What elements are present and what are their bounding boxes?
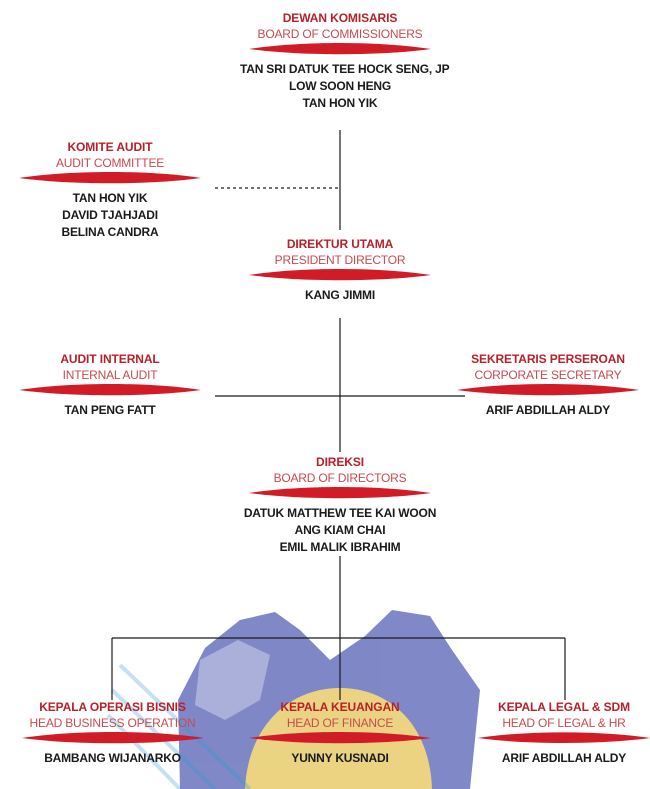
- member-name: YUNNY KUSNADI: [291, 751, 389, 765]
- member-name: KANG JIMMI: [304, 288, 375, 302]
- node-subtitle: BOARD OF COMMISSIONERS: [257, 27, 423, 41]
- node-title: SEKRETARIS PERSEROAN: [471, 352, 625, 366]
- node-president-director: DIREKTUR UTAMA PRESIDENT DIRECTOR KANG J…: [240, 237, 440, 304]
- member-name: ARIF ABDILLAH ALDY: [485, 403, 611, 417]
- node-subtitle: PRESIDENT DIRECTOR: [274, 253, 406, 267]
- member-name: BELINA CANDRA: [61, 225, 159, 239]
- node-title: DIREKSI: [316, 455, 364, 469]
- member-name: TAN HON YIK: [302, 96, 378, 110]
- node-title: DIREKTUR UTAMA: [286, 237, 394, 251]
- node-title: DEWAN KOMISARIS: [282, 11, 398, 25]
- node-title: AUDIT INTERNAL: [60, 352, 160, 366]
- node-subtitle: AUDIT COMMITTEE: [55, 156, 165, 170]
- member-name: ANG KIAM CHAI: [294, 523, 386, 537]
- swoosh-icon: [249, 487, 431, 499]
- node-subtitle: INTERNAL AUDIT: [62, 368, 158, 382]
- member-name: EMIL MALIK IBRAHIM: [279, 540, 401, 554]
- member-name: DATUK MATTHEW TEE KAI WOON: [243, 506, 437, 520]
- node-subtitle: HEAD BUSINESS OPERATION: [29, 716, 196, 730]
- swoosh-icon: [21, 732, 204, 744]
- swoosh-icon: [19, 384, 201, 396]
- member-name: TAN SRI DATUK TEE HOCK SENG, JP: [240, 62, 450, 76]
- node-board-of-directors: DIREKSI BOARD OF DIRECTORS DATUK MATTHEW…: [225, 455, 455, 556]
- node-board-of-commissioners: DEWAN KOMISARIS BOARD OF COMMISSIONERS T…: [240, 11, 450, 112]
- node-title: KEPALA LEGAL & SDM: [498, 700, 630, 714]
- swoosh-icon: [249, 43, 431, 55]
- member-name: BAMBANG WIJANARKO: [44, 751, 181, 765]
- node-title: KEPALA KEUANGAN: [280, 700, 400, 714]
- swoosh-icon: [249, 732, 431, 744]
- swoosh-icon: [477, 732, 650, 743]
- node-internal-audit: AUDIT INTERNAL INTERNAL AUDIT TAN PENG F…: [10, 352, 210, 419]
- swoosh-icon: [457, 384, 639, 396]
- node-subtitle: BOARD OF DIRECTORS: [273, 471, 407, 485]
- member-name: TAN PENG FATT: [64, 403, 156, 417]
- swoosh-icon: [19, 172, 201, 184]
- member-name: ARIF ABDILLAH ALDY: [501, 751, 627, 765]
- node-corporate-secretary: SEKRETARIS PERSEROAN CORPORATE SECRETARY…: [448, 352, 648, 419]
- node-head-business-operation: KEPALA OPERASI BISNIS HEAD BUSINESS OPER…: [10, 700, 215, 767]
- swoosh-icon: [249, 269, 431, 281]
- node-title: KEPALA OPERASI BISNIS: [39, 700, 186, 714]
- member-name: DAVID TJAHJADI: [62, 208, 158, 222]
- node-head-of-legal-hr: KEPALA LEGAL & SDM HEAD OF LEGAL & HR AR…: [464, 700, 650, 767]
- node-subtitle: CORPORATE SECRETARY: [474, 368, 622, 382]
- node-subtitle: HEAD OF LEGAL & HR: [502, 716, 626, 730]
- member-name: TAN HON YIK: [72, 191, 148, 205]
- node-head-of-finance: KEPALA KEUANGAN HEAD OF FINANCE YUNNY KU…: [240, 700, 440, 767]
- node-title: KOMITE AUDIT: [67, 140, 153, 154]
- member-name: LOW SOON HENG: [288, 79, 392, 93]
- node-subtitle: HEAD OF FINANCE: [286, 716, 394, 730]
- node-audit-committee: KOMITE AUDIT AUDIT COMMITTEE TAN HON YIK…: [10, 140, 210, 241]
